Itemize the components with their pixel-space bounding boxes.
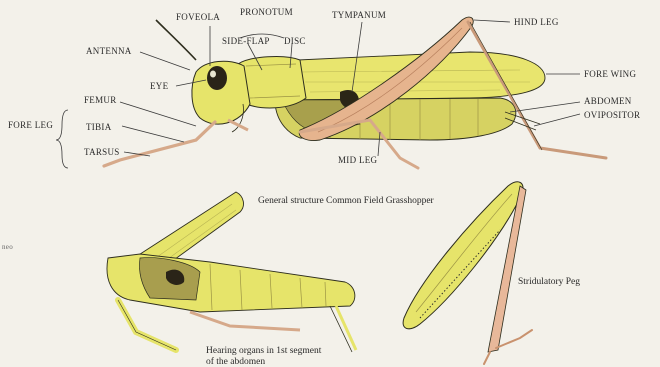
label-fore-wing: FORE WING: [584, 69, 636, 79]
label-tarsus: TARSUS: [84, 147, 120, 157]
label-abdomen: ABDOMEN: [584, 96, 632, 106]
label-hind-leg: HIND LEG: [514, 17, 559, 27]
label-side-flap: SIDE-FLAP: [222, 36, 270, 46]
main-grasshopper: [104, 17, 606, 168]
label-tympanum: TYMPANUM: [332, 10, 386, 20]
caption-stridulatory-peg: Stridulatory Peg: [518, 277, 580, 287]
caption-hearing-line1: Hearing organs in 1st segment: [206, 346, 322, 356]
caption-hearing-line2: of the abdomen: [206, 356, 265, 367]
fore-leg-shape: [104, 122, 215, 166]
label-fore-leg: FORE LEG: [8, 120, 53, 130]
caption-general-structure: General structure Common Field Grasshopp…: [258, 196, 435, 206]
label-pronotum: PRONOTUM: [240, 7, 293, 17]
label-femur: FEMUR: [84, 95, 117, 105]
stridulatory-leg-figure: [403, 182, 532, 364]
label-edge-text: neo: [2, 243, 13, 251]
antenna-shape: [156, 20, 196, 60]
label-eye: EYE: [150, 81, 169, 91]
hearing-organ-figure: [107, 192, 356, 352]
label-ovipositor: OVIPOSITOR: [584, 110, 640, 120]
label-mid-leg: MID LEG: [338, 155, 378, 165]
label-disc: DISC: [284, 36, 306, 46]
label-antenna: ANTENNA: [86, 46, 132, 56]
label-tibia: TIBIA: [86, 122, 112, 132]
label-foveola: FOVEOLA: [176, 12, 220, 22]
eye-shape: [207, 66, 227, 90]
